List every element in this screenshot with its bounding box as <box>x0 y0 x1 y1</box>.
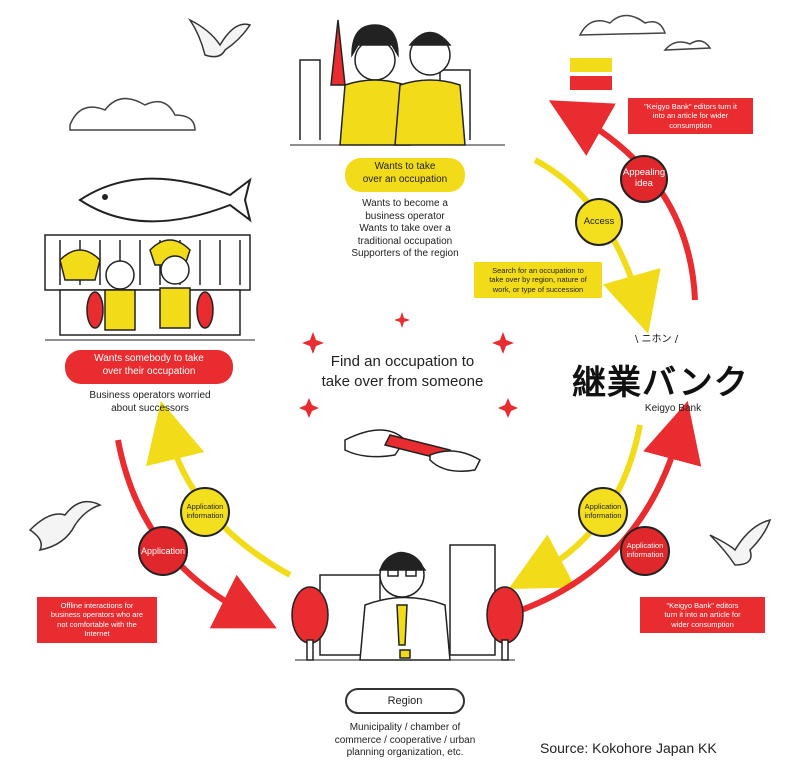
left-pill-line2: over their occupation <box>102 365 196 377</box>
top-description: Wants to become a business operator Want… <box>315 198 495 261</box>
top-desc-line: business operator <box>365 210 445 222</box>
sparkle-marks <box>299 312 518 418</box>
top-desc-line: Wants to take over a <box>359 223 451 234</box>
callout-line: take over by region, nature of <box>489 275 587 285</box>
region-desc-line: planning organization, etc. <box>346 747 464 758</box>
callout-offline: Offline interactions for business operat… <box>37 597 157 643</box>
fish-icon <box>78 177 252 223</box>
callout-line: wider consumption <box>671 619 734 629</box>
flag-icon <box>570 58 612 90</box>
callout-line: Search for an occupation to <box>492 266 584 275</box>
center-title: Find an occupation to take over from som… <box>300 352 505 393</box>
callout-line: into an article for wider <box>652 111 729 121</box>
region-description: Municipality / chamber of commerce / coo… <box>315 722 495 760</box>
callout-line: business operators who are <box>50 610 144 620</box>
top-pill-line2: over an occupation <box>362 173 448 185</box>
node-appinfo-left-line1: Application <box>186 502 224 512</box>
cloud-icons <box>69 14 712 131</box>
callout-line: not comfortable with the <box>57 619 137 629</box>
source-credit: Source: Kokohore Japan KK <box>540 740 717 756</box>
keigyo-bank-logo: 継業バンク <box>572 363 749 403</box>
callout-line: consumption <box>669 120 712 130</box>
ground-lines <box>45 144 515 661</box>
couple-illustration <box>299 19 471 146</box>
node-appealing-line1: Appealing <box>622 167 666 179</box>
handshake-icon <box>344 429 481 472</box>
bird-icons <box>28 18 772 566</box>
node-access: Access <box>575 198 623 246</box>
node-appinfo-right-yellow-line1: Application <box>584 502 622 512</box>
center-title-line2: take over from someone <box>321 373 484 391</box>
callout-line: work, or type of succession <box>492 284 584 294</box>
region-pill: Region <box>345 688 465 714</box>
callout-search: Search for an occupation to take over by… <box>474 262 602 299</box>
logo-caption: Keigyo Bank <box>644 403 702 414</box>
top-pill-line1: Wants to take <box>374 161 436 172</box>
top-desc-line: traditional occupation <box>357 235 453 247</box>
node-appinfo-right-yellow-line2: information <box>584 511 622 520</box>
logo-subtitle: \ ニホン / <box>635 334 679 345</box>
callout-line: Offline interactions for <box>60 601 134 610</box>
top-pill: Wants to take over an occupation <box>345 158 465 192</box>
callout-line: Internet <box>84 629 110 639</box>
left-pill-line1: Wants somebody to take <box>94 353 204 364</box>
node-appinfo-left-line2: information <box>186 511 224 520</box>
callout-editors-top: "Keigyo Bank" editors turn it into an ar… <box>628 98 753 135</box>
top-desc-line: Wants to become a <box>362 198 448 209</box>
shop-illustration <box>44 234 251 336</box>
left-pill: Wants somebody to take over their occupa… <box>65 350 233 384</box>
node-appealing-line2: idea <box>635 178 653 189</box>
callout-editors-bottom: "Keigyo Bank" editors turn it into an ar… <box>640 597 765 634</box>
region-desc-line: commerce / cooperative / urban <box>334 734 476 746</box>
left-description: Business operators worried about success… <box>60 390 240 415</box>
node-appinfo-right-red-line2: information <box>626 550 664 559</box>
arrow-red-right <box>489 401 702 623</box>
callout-line: turn it into an article for <box>664 610 741 620</box>
arrow-red-left <box>115 439 277 629</box>
node-application: Application <box>138 526 188 576</box>
left-desc-line: Business operators worried <box>89 390 211 401</box>
center-title-line1: Find an occupation to <box>330 353 475 370</box>
top-desc-line: Supporters of the region <box>351 248 459 259</box>
callout-line: "Keigyo Bank" editors <box>666 601 739 610</box>
callout-line: "Keigyo Bank" editors turn it <box>644 102 737 111</box>
left-desc-line: about successors <box>111 402 189 414</box>
region-desc-line: Municipality / chamber of <box>349 722 461 733</box>
official-illustration <box>291 544 524 661</box>
node-appinfo-right-red-line1: Application <box>626 541 664 551</box>
